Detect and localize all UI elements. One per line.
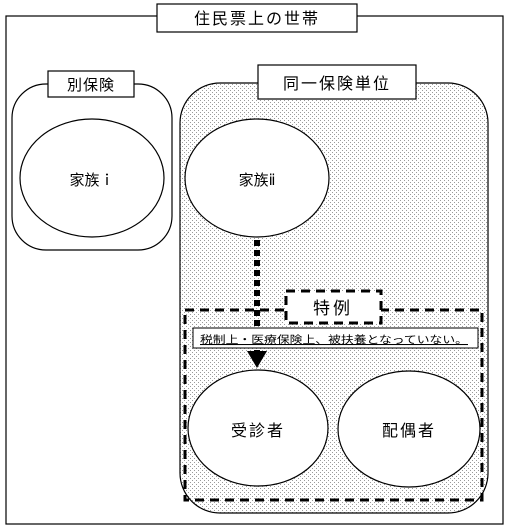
special-case-title-box: 特例 bbox=[284, 289, 383, 325]
family-i-label: 家族ｉ bbox=[69, 171, 114, 189]
family-ii-label: 家族ⅱ bbox=[239, 171, 276, 189]
separate-insurance-title: 別保険 bbox=[67, 76, 115, 94]
special-case-region bbox=[183, 308, 484, 502]
arrow-head-icon bbox=[247, 351, 267, 368]
spouse-node bbox=[337, 370, 481, 488]
spouse-label: 配偶者 bbox=[382, 421, 436, 440]
family-i-node bbox=[19, 118, 165, 238]
special-case-title: 特例 bbox=[313, 299, 353, 319]
tax-note-box: 税制上・医療保険上、被扶養となっていない。 bbox=[192, 327, 479, 349]
separate-insurance-title-box: 別保険 bbox=[47, 70, 135, 98]
same-insurance-unit-title: 同一保険単位 bbox=[283, 74, 391, 93]
household-title: 住民票上の世帯 bbox=[194, 9, 320, 28]
patient-label: 受診者 bbox=[231, 421, 285, 440]
household-title-box: 住民票上の世帯 bbox=[156, 3, 358, 33]
tax-note-text: 税制上・医療保険上、被扶養となっていない。 bbox=[200, 333, 468, 346]
same-insurance-unit-title-box: 同一保険単位 bbox=[257, 64, 417, 100]
family-ii-node bbox=[184, 118, 330, 238]
patient-node bbox=[187, 369, 329, 487]
